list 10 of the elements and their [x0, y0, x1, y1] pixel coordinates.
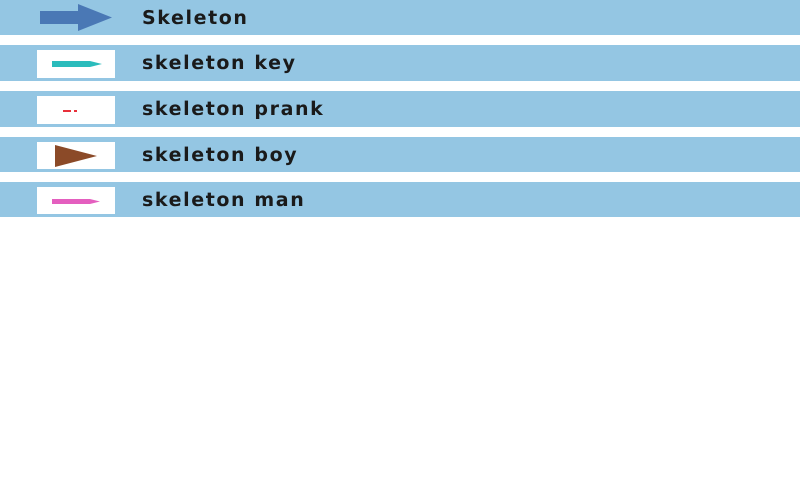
- item-label: skeleton man: [142, 188, 306, 210]
- item-label: skeleton key: [142, 52, 297, 74]
- list-band: [0, 182, 800, 217]
- item-label: skeleton boy: [142, 144, 298, 166]
- item-label: skeleton prank: [142, 98, 324, 120]
- list-band: [0, 0, 800, 35]
- item-label: Skeleton: [142, 6, 249, 28]
- list-band: [0, 91, 800, 127]
- list-band: [0, 45, 800, 81]
- list-band: [0, 137, 800, 172]
